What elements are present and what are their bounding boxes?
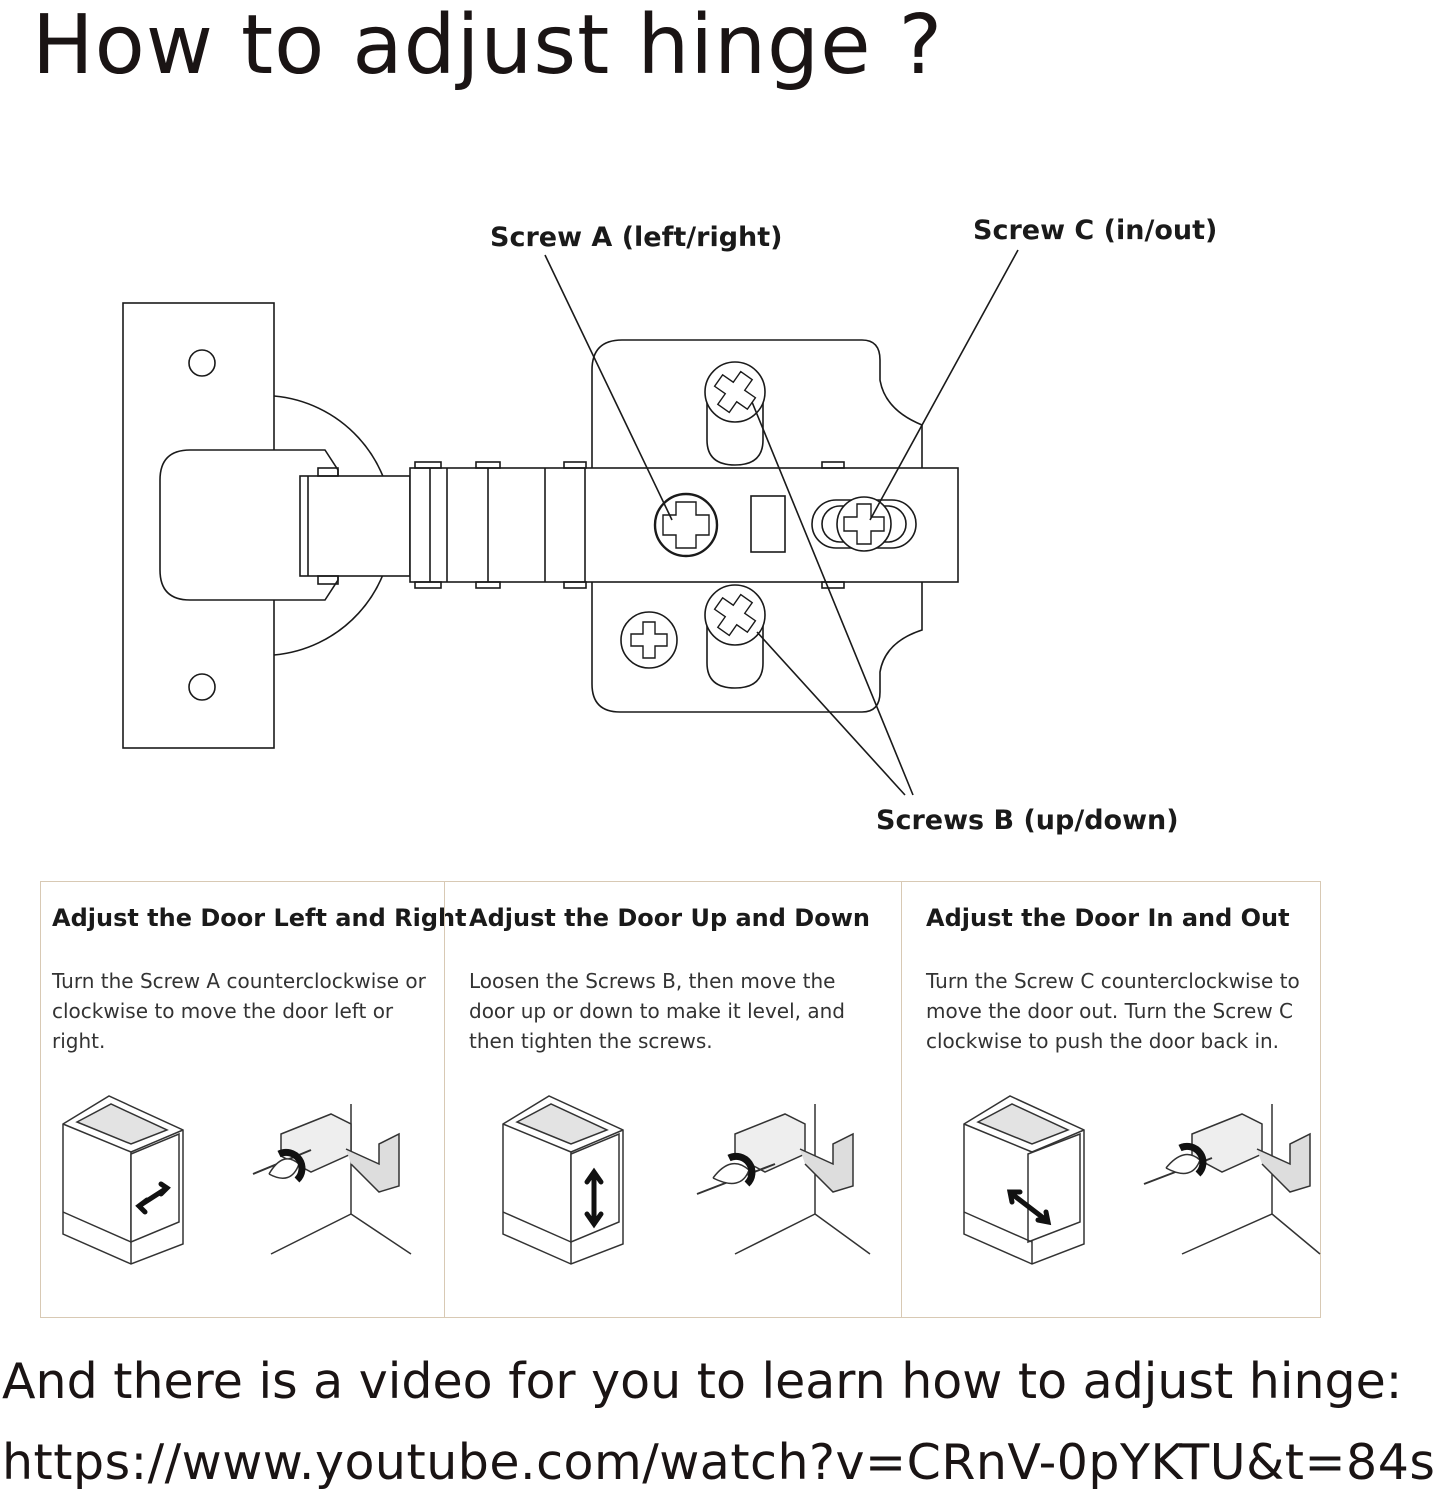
leader-screw-b-bottom xyxy=(756,631,906,796)
fixing-screw xyxy=(620,611,678,669)
instruction-panels: Adjust the Door Left and Right Turn the … xyxy=(40,881,1321,1318)
screw-b-bottom xyxy=(704,584,766,646)
video-url-link[interactable]: https://www.youtube.com/watch?v=CRnV-0pY… xyxy=(2,1434,1435,1491)
leader-screw-c xyxy=(869,249,1019,521)
cabinet-up-down-illustration xyxy=(502,1095,624,1265)
screw-c xyxy=(836,496,892,552)
panel-body: Turn the Screw A counterclockwise or clo… xyxy=(52,969,426,1053)
page-title: How to adjust hinge ? xyxy=(32,0,944,93)
hinge-knuckle xyxy=(159,449,339,601)
callout-screw-c: Screw C (in/out) xyxy=(973,215,1218,246)
panel-heading: Adjust the Door Up and Down xyxy=(469,904,870,932)
cabinet-left-right-illustration xyxy=(62,1095,184,1265)
screwdriver-hinge-illustration xyxy=(1143,1104,1321,1255)
leader-screw-b-top xyxy=(751,401,914,796)
panel-up-down: Adjust the Door Up and Down Loosen the S… xyxy=(444,882,901,1317)
panel-body: Loosen the Screws B, then move the door … xyxy=(469,969,845,1053)
panel-in-out: Adjust the Door In and Out Turn the Scre… xyxy=(901,882,1321,1317)
panel-heading: Adjust the Door Left and Right xyxy=(52,904,467,932)
base-plate-top xyxy=(591,339,923,468)
screwdriver-hinge-illustration xyxy=(252,1104,412,1255)
panel-heading: Adjust the Door In and Out xyxy=(926,904,1290,932)
plate-hole-top xyxy=(188,349,216,377)
screwdriver-hinge-illustration xyxy=(696,1104,871,1255)
panel-body: Turn the Screw C counterclockwise to mov… xyxy=(926,969,1300,1053)
leader-screw-a xyxy=(544,254,673,521)
footer-text: And there is a video for you to learn ho… xyxy=(2,1353,1403,1410)
plate-hole-bottom xyxy=(188,673,216,701)
panel-left-right: Adjust the Door Left and Right Turn the … xyxy=(41,882,467,1317)
cabinet-in-out-illustration xyxy=(963,1095,1085,1265)
callout-screws-b: Screws B (up/down) xyxy=(876,805,1179,836)
callout-screw-a: Screw A (left/right) xyxy=(490,222,783,253)
screw-b-top xyxy=(704,361,766,423)
hinge-diagram xyxy=(122,249,1019,796)
screw-a xyxy=(653,492,719,558)
